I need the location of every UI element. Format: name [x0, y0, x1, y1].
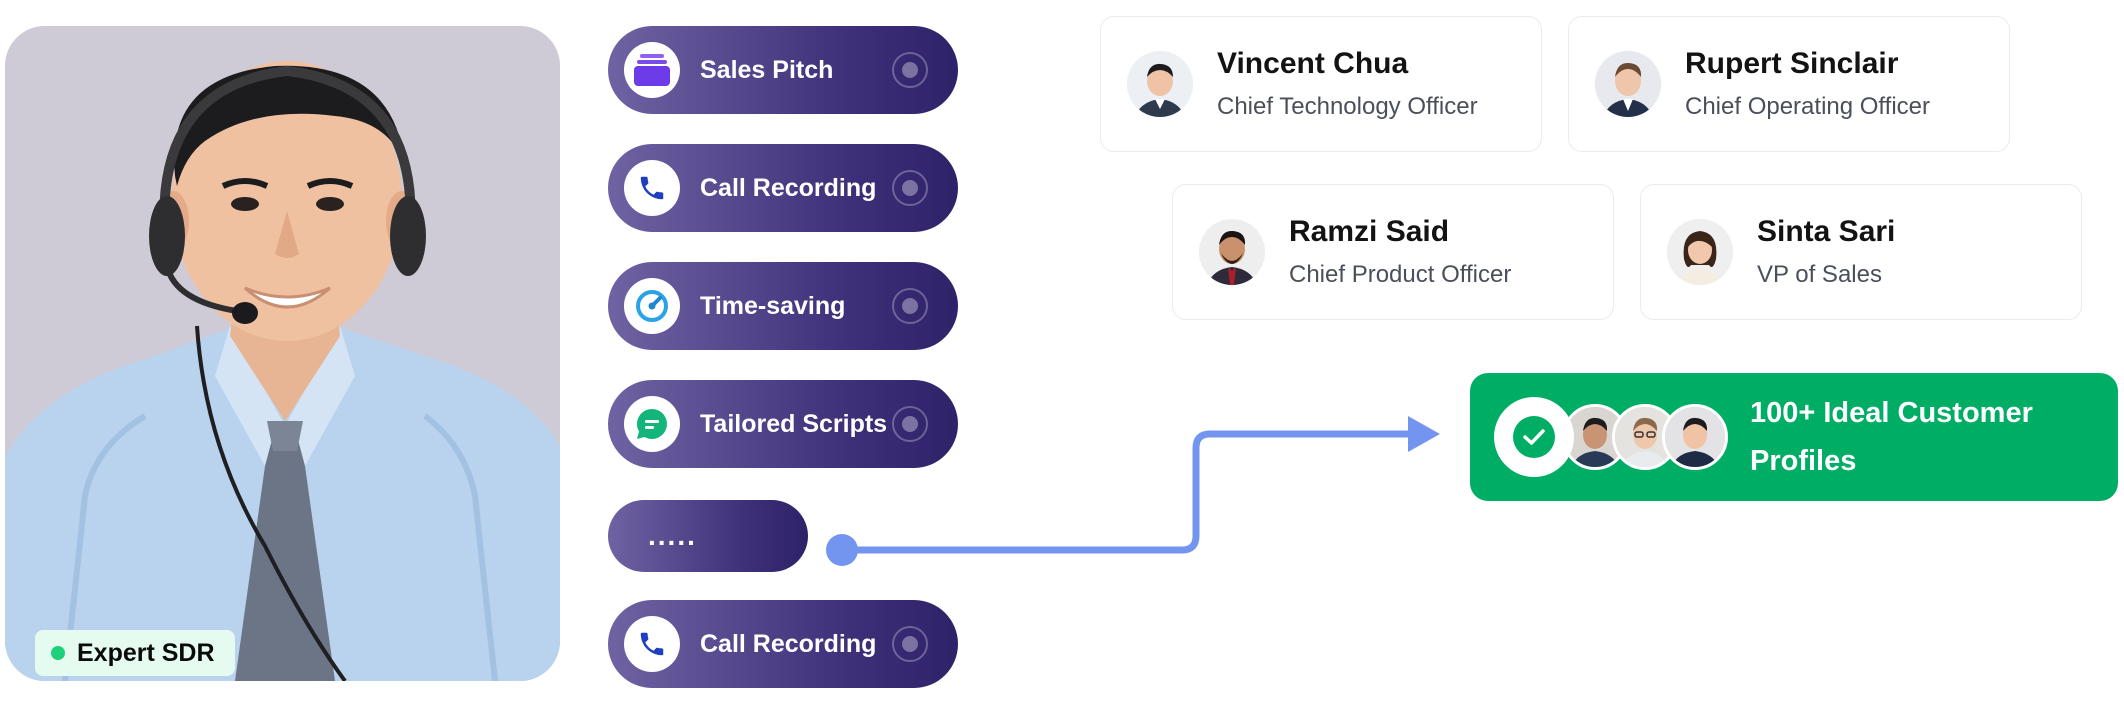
profile-role: Chief Operating Officer: [1685, 93, 1931, 120]
feature-pill-more[interactable]: .....: [608, 500, 808, 572]
check-icon: [1494, 397, 1574, 477]
feature-pill-time-saving[interactable]: Time-saving: [608, 262, 958, 350]
chat-icon: [624, 396, 680, 452]
feature-pill-sales-pitch[interactable]: Sales Pitch: [608, 26, 958, 114]
feature-label: Call Recording: [700, 173, 877, 202]
profile-card-rupert-sinclair[interactable]: Rupert Sinclair Chief Operating Officer: [1568, 16, 2010, 152]
feature-pill-call-recording[interactable]: Call Recording: [608, 144, 958, 232]
avatar: [1662, 404, 1728, 470]
expert-sdr-label: Expert SDR: [77, 638, 215, 667]
feature-label: Tailored Scripts: [700, 409, 888, 438]
avatar: [1595, 51, 1661, 117]
profile-name: Sinta Sari: [1757, 215, 1896, 248]
ideal-customer-profiles-box: 100+ Ideal Customer Profiles: [1470, 373, 2118, 501]
sdr-illustration: [5, 26, 560, 681]
profile-card-ramzi-said[interactable]: Ramzi Said Chief Product Officer: [1172, 184, 1614, 320]
profile-name: Ramzi Said: [1289, 215, 1450, 248]
profile-card-sinta-sari[interactable]: Sinta Sari VP of Sales: [1640, 184, 2082, 320]
profile-role: Chief Technology Officer: [1217, 93, 1478, 120]
profile-name: Rupert Sinclair: [1685, 47, 1899, 80]
sdr-photo: Expert SDR: [5, 26, 560, 681]
gauge-icon: [624, 278, 680, 334]
avatar: [1199, 219, 1265, 285]
profile-role: VP of Sales: [1757, 261, 1882, 288]
phone-icon: [624, 160, 680, 216]
profile-avatar-stack: [1562, 404, 1728, 470]
profile-role: Chief Product Officer: [1289, 261, 1512, 288]
avatar: [1667, 219, 1733, 285]
profile-card-vincent-chua[interactable]: Vincent Chua Chief Technology Officer: [1100, 16, 1542, 152]
radio-toggle[interactable]: [892, 626, 928, 662]
expert-sdr-badge: Expert SDR: [35, 630, 235, 676]
feature-label: Call Recording: [700, 629, 877, 658]
ideal-customer-profiles-label: 100+ Ideal Customer Profiles: [1750, 397, 2033, 477]
feature-pill-call-recording-2[interactable]: Call Recording: [608, 600, 958, 688]
cards-icon: [624, 42, 680, 98]
feature-pill-tailored-scripts[interactable]: Tailored Scripts: [608, 380, 958, 468]
feature-label: Sales Pitch: [700, 55, 834, 84]
radio-toggle[interactable]: [892, 170, 928, 206]
phone-icon: [624, 616, 680, 672]
radio-toggle[interactable]: [892, 288, 928, 324]
radio-toggle[interactable]: [892, 52, 928, 88]
status-dot-icon: [51, 646, 65, 660]
profile-name: Vincent Chua: [1217, 47, 1409, 80]
avatar: [1127, 51, 1193, 117]
radio-toggle[interactable]: [892, 406, 928, 442]
feature-label: Time-saving: [700, 291, 846, 320]
avatar: [1612, 404, 1678, 470]
